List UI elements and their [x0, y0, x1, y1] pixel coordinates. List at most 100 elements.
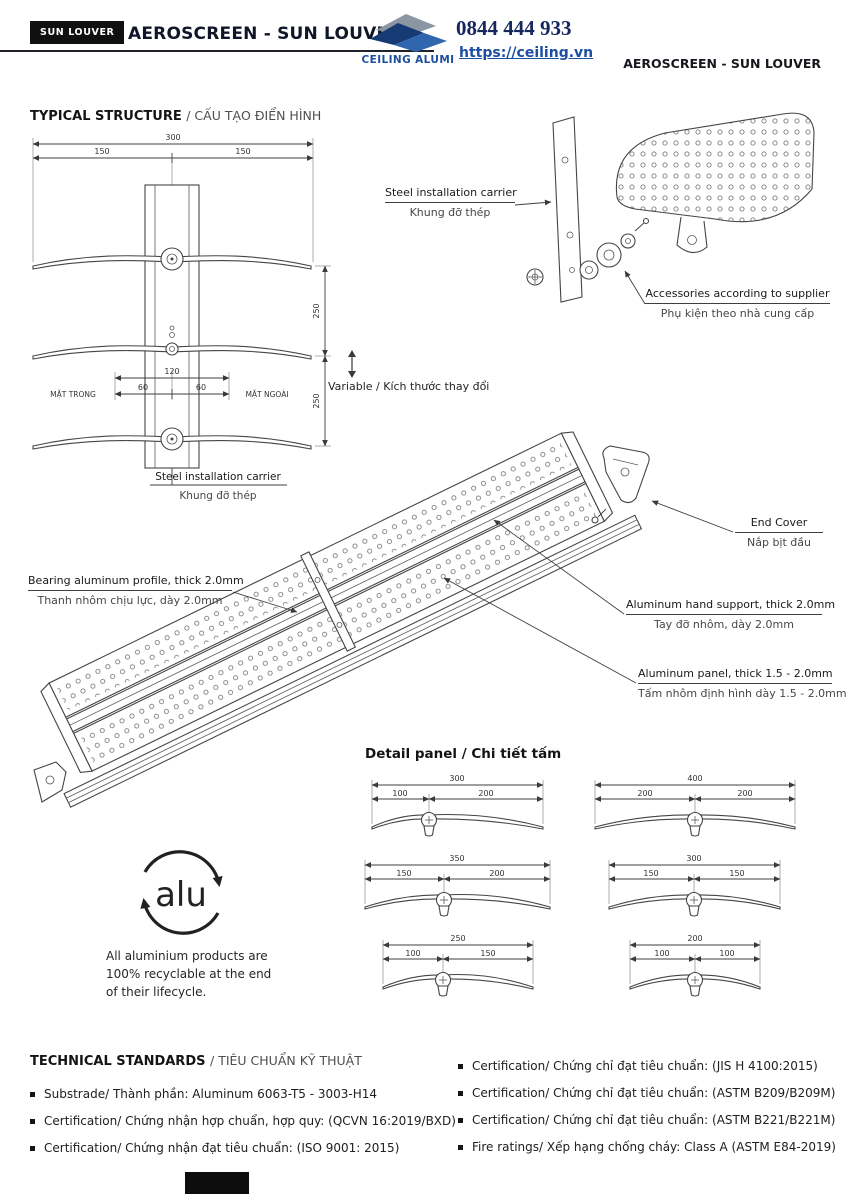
standards-item-text: Certification/ Chứng chỉ đạt tiêu chuẩn:… — [472, 1059, 818, 1073]
detail-panel-heading: Detail panel / Chi tiết tấm — [365, 746, 562, 762]
p4-total: 300 — [686, 854, 701, 863]
p1-left: 100 — [392, 789, 407, 798]
profile-400-200-200: 400 200 200 — [594, 774, 796, 837]
p6-left: 100 — [654, 949, 669, 958]
profile-200-100-100: 200 100 100 — [629, 934, 761, 997]
alu-caption: All aluminium products are 100% recyclab… — [106, 947, 271, 1001]
label-bearing-profile-en: Bearing aluminum profile, thick 2.0mm — [28, 574, 244, 591]
bullet-square-icon — [30, 1119, 35, 1124]
p2-total: 400 — [687, 774, 702, 783]
front-view-drawing: 300 150 150 — [32, 133, 331, 502]
bullet-square-icon — [30, 1146, 35, 1151]
bullet-square-icon — [458, 1064, 463, 1069]
label-bearing-profile-vi: Thanh nhôm chịu lực, dày 2.0mm — [37, 594, 223, 607]
louver-wing-middle — [32, 325, 312, 360]
bullet-square-icon — [30, 1092, 35, 1097]
label-bearing-profile: Bearing aluminum profile, thick 2.0mm Th… — [28, 574, 244, 607]
standards-item-text: Certification/ Chứng nhận hợp chuẩn, hợp… — [44, 1114, 456, 1128]
label-steel-carrier-exploded-en: Steel installation carrier — [385, 186, 517, 203]
standards-item: Substrade/ Thành phần: Aluminum 6063-T5 … — [30, 1087, 456, 1101]
profile-250-100-150: 250 100 150 — [382, 934, 534, 997]
p1-total: 300 — [449, 774, 464, 783]
p5-total: 250 — [450, 934, 465, 943]
alu-caption-line1: All aluminium products are — [106, 949, 268, 963]
standards-item-text: Fire ratings/ Xếp hạng chống cháy: Class… — [472, 1140, 836, 1154]
label-hand-support: Aluminum hand support, thick 2.0mm Tay đ… — [626, 598, 835, 631]
dim-inner-60-left: 60 — [138, 383, 148, 392]
bullet-square-icon — [458, 1118, 463, 1123]
label-accessories-vi: Phụ kiện theo nhà cung cấp — [660, 307, 815, 320]
technical-standards-heading-en: TECHNICAL STANDARDS — [30, 1054, 206, 1069]
label-end-cover-en: End Cover — [735, 516, 823, 533]
variable-arrow-icon — [348, 350, 356, 378]
installation-column — [144, 184, 200, 469]
louver-wing-top — [32, 247, 312, 271]
label-end-cover-vi: Nắp bịt đầu — [747, 536, 811, 549]
p1-right: 200 — [478, 789, 493, 798]
wall-bracket-part — [33, 761, 67, 803]
variable-note: Variable / Kích thước thay đổi — [328, 380, 490, 393]
standards-item-text: Certification/ Chứng nhận đạt tiêu chuẩn… — [44, 1141, 400, 1155]
dim-vertical-250-2: 250 — [312, 393, 321, 408]
alu-logo-text: alu — [155, 875, 207, 915]
dim-right-150: 150 — [235, 147, 250, 156]
p2-right: 200 — [737, 789, 752, 798]
website-link[interactable]: https://ceiling.vn — [459, 45, 594, 61]
label-accessories-en: Accessories according to supplier — [645, 287, 830, 304]
label-mat-trong: MẶT TRONG — [50, 390, 96, 399]
standards-item-text: Substrade/ Thành phần: Aluminum 6063-T5 … — [44, 1087, 378, 1101]
bullet-square-icon — [458, 1145, 463, 1150]
label-steel-carrier-exploded-vi: Khung đỡ thép — [409, 206, 491, 219]
standards-list-left: Substrade/ Thành phần: Aluminum 6063-T5 … — [30, 1087, 456, 1168]
label-aluminum-panel-vi: Tấm nhôm định hình dày 1.5 - 2.0mm — [638, 687, 847, 700]
technical-standards-heading: TECHNICAL STANDARDS / TIÊU CHUẨN KỸ THUẬ… — [30, 1053, 362, 1069]
dim-left-150: 150 — [94, 147, 109, 156]
louver-wing-bottom — [32, 427, 312, 451]
screw-part — [591, 508, 607, 524]
p2-left: 200 — [637, 789, 652, 798]
alu-recyclable-logo: alu — [140, 850, 223, 935]
isometric-louver-drawing — [33, 431, 734, 808]
typical-structure-heading: TYPICAL STRUCTURE / CẤU TẠO ĐIỂN HÌNH — [30, 108, 321, 124]
label-end-cover: End Cover Nắp bịt đầu — [735, 516, 823, 549]
alu-caption-line3: of their lifecycle. — [106, 985, 207, 999]
label-aluminum-panel: Aluminum panel, thick 1.5 - 2.0mm Tấm nh… — [638, 667, 847, 700]
phone-number: 0844 444 933 — [456, 16, 572, 40]
standards-item-text: Certification/ Chứng chỉ đạt tiêu chuẩn:… — [472, 1086, 836, 1100]
label-accessories: Accessories according to supplier Phụ ki… — [645, 287, 830, 320]
dim-inner-120: 120 — [164, 367, 179, 376]
footer-badge — [185, 1172, 249, 1194]
label-steel-carrier-vi: Khung đỡ thép — [179, 490, 257, 502]
header-divider — [0, 50, 434, 52]
accessory-parts — [526, 217, 650, 286]
profile-350-150-200: 350 150 200 — [364, 854, 551, 917]
ceiling-alumi-logo-icon — [370, 14, 447, 52]
brand-name: CEILING ALUMI — [361, 54, 455, 66]
alu-caption-line2: 100% recyclable at the end — [106, 967, 272, 981]
standards-item: Certification/ Chứng chỉ đạt tiêu chuẩn:… — [458, 1086, 836, 1100]
p6-right: 100 — [719, 949, 734, 958]
profile-300-100-200: 300 100 200 — [371, 774, 544, 837]
label-hand-support-vi: Tay đỡ nhôm, dày 2.0mm — [654, 618, 794, 631]
p5-left: 100 — [405, 949, 420, 958]
typical-structure-heading-vi: / CẤU TẠO ĐIỂN HÌNH — [186, 108, 322, 123]
standards-item: Certification/ Chứng chỉ đạt tiêu chuẩn:… — [458, 1059, 836, 1073]
bullet-square-icon — [458, 1091, 463, 1096]
p4-right: 150 — [729, 869, 744, 878]
label-steel-carrier-en: Steel installation carrier — [155, 471, 281, 483]
page-title: AEROSCREEN - SUN LOUVER — [128, 24, 402, 44]
profile-300-150-150: 300 150 150 — [608, 854, 781, 917]
p5-right: 150 — [480, 949, 495, 958]
steel-plate — [552, 116, 583, 303]
standards-item: Fire ratings/ Xếp hạng chống cháy: Class… — [458, 1140, 836, 1154]
standards-item: Certification/ Chứng chỉ đạt tiêu chuẩn:… — [458, 1113, 836, 1127]
p4-left: 150 — [643, 869, 658, 878]
p6-total: 200 — [687, 934, 702, 943]
perforated-panel-piece — [615, 112, 815, 254]
sun-louver-badge: SUN LOUVER — [30, 21, 125, 44]
louver-assembly — [40, 431, 643, 808]
label-hand-support-en: Aluminum hand support, thick 2.0mm — [626, 598, 835, 615]
standards-item: Certification/ Chứng nhận hợp chuẩn, hợp… — [30, 1114, 456, 1128]
label-mat-ngoai: MẶT NGOÀI — [245, 390, 288, 399]
